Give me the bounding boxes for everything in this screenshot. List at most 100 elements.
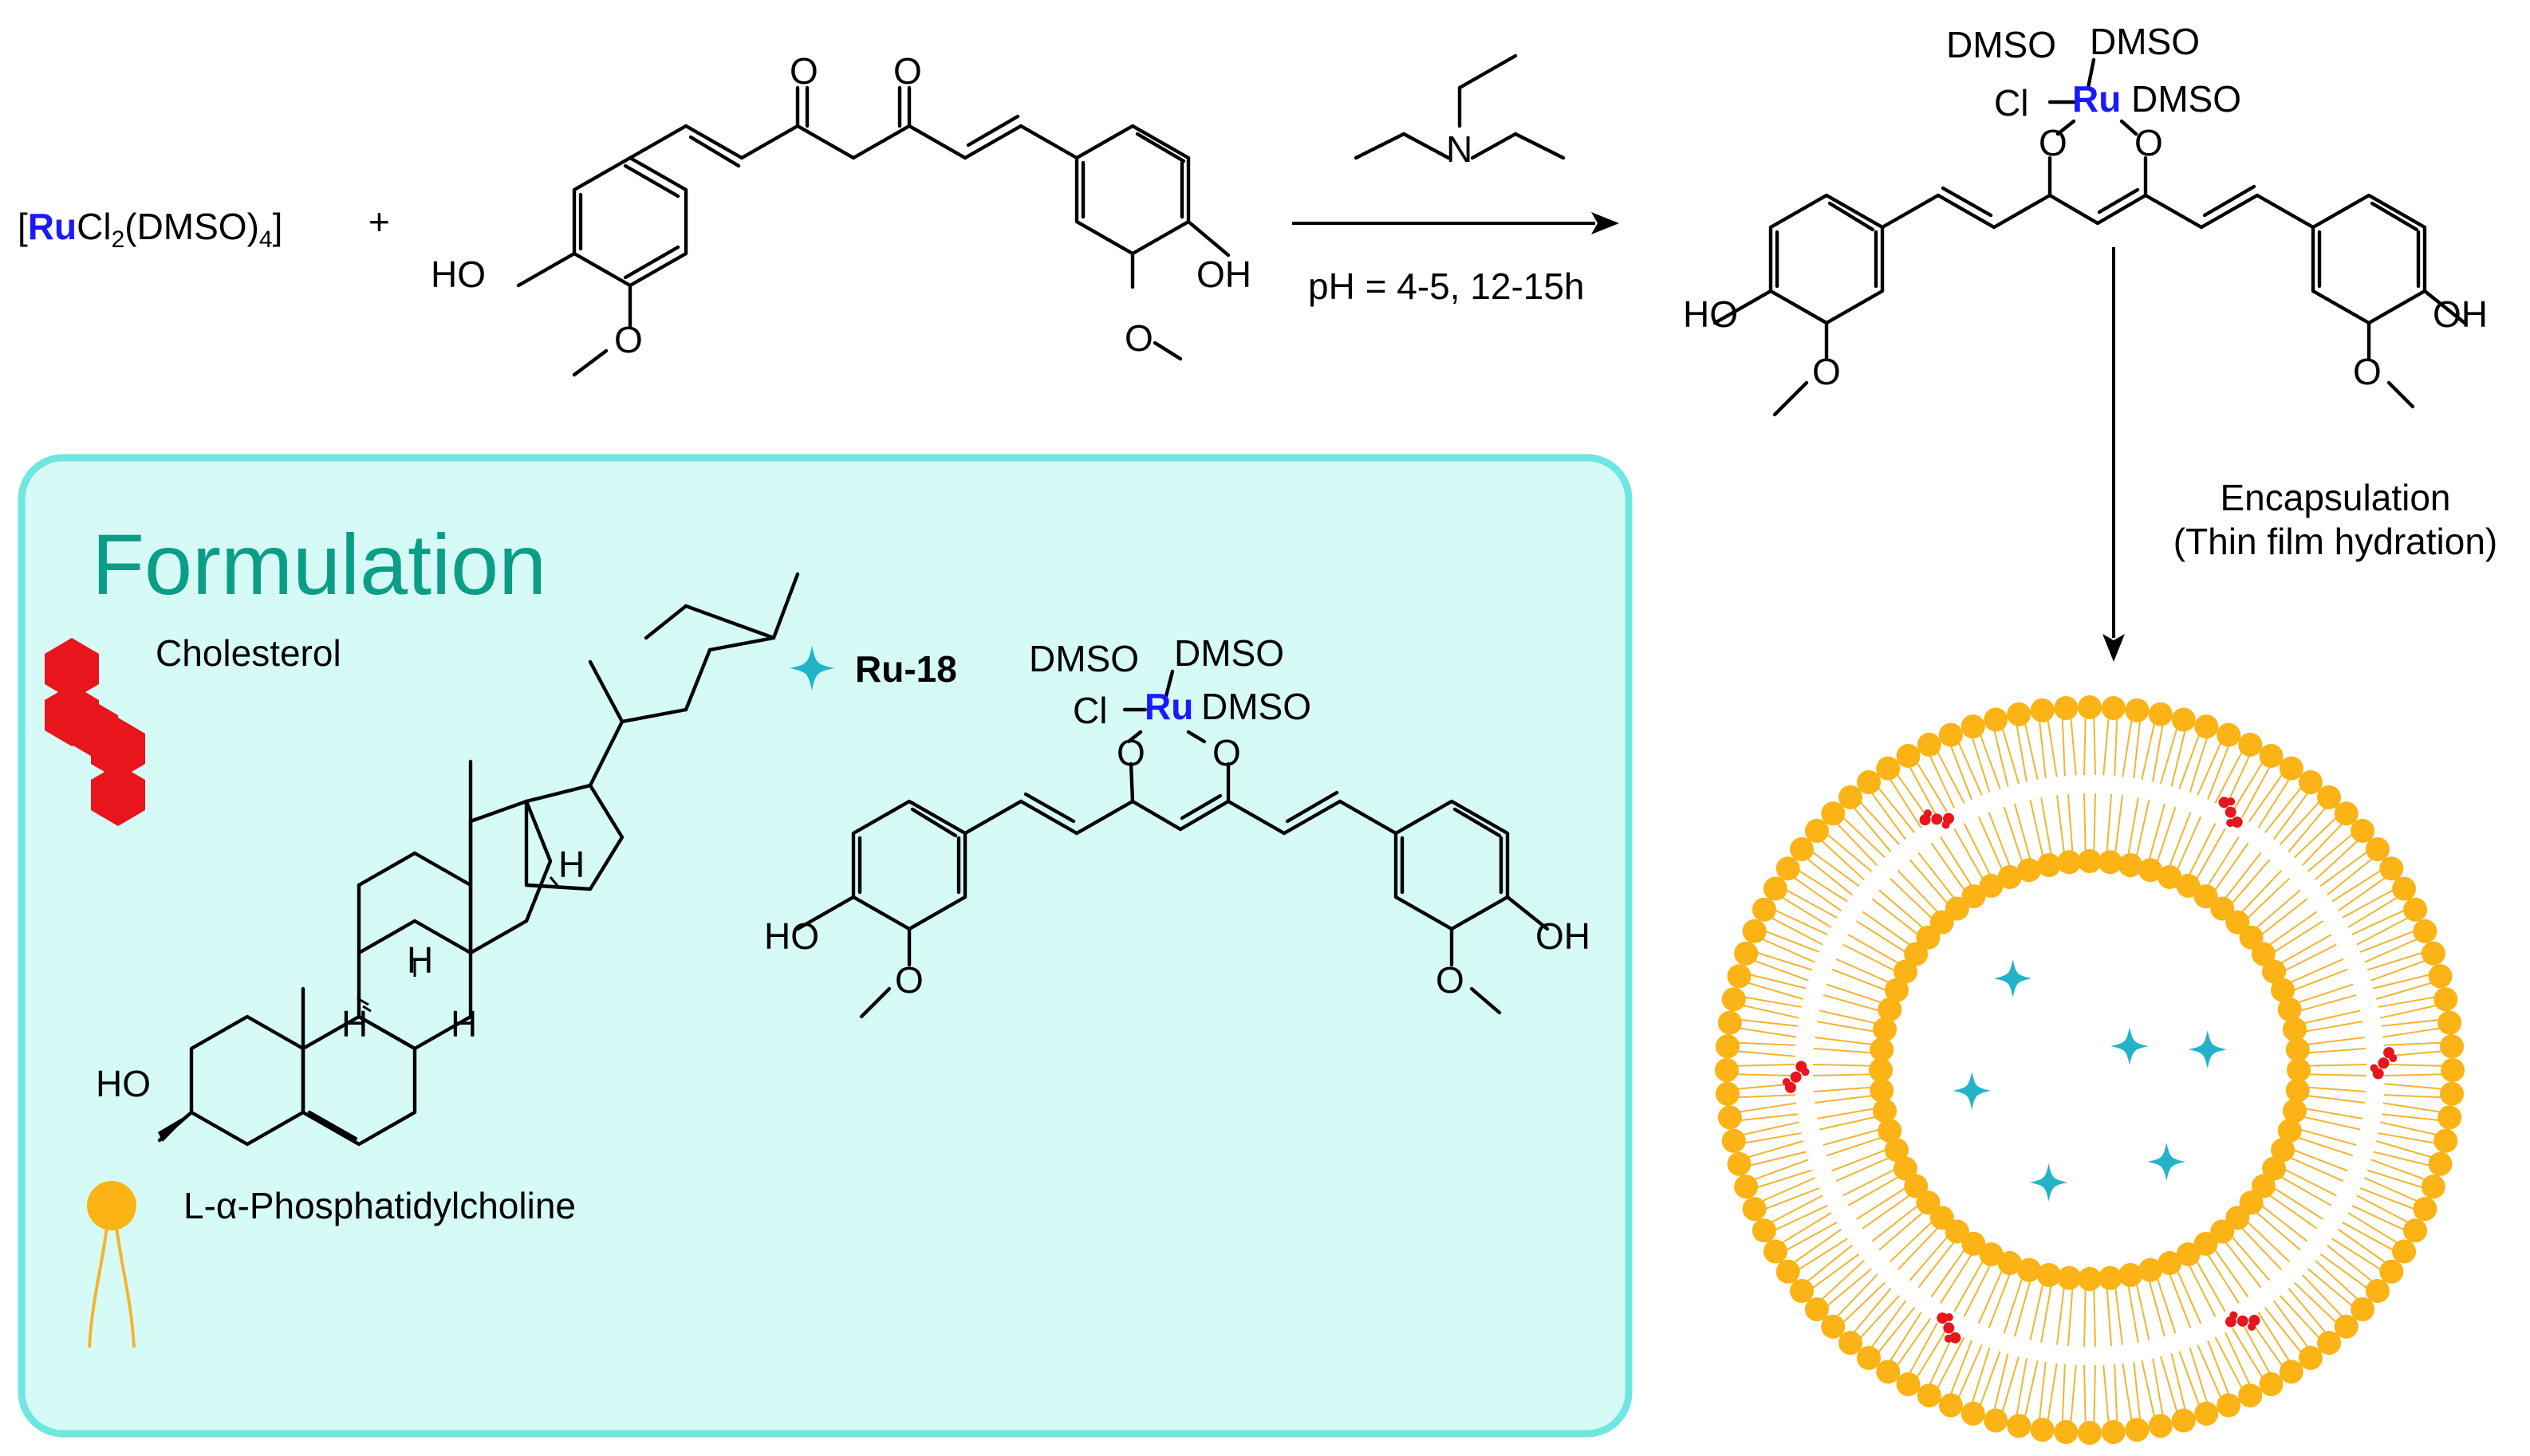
lipid-tail (2225, 859, 2271, 912)
lipid-tail (2225, 1228, 2271, 1281)
outer-lipid-head (2078, 1421, 2102, 1445)
lipid-tail (1752, 1177, 1815, 1206)
ru18-molecule (2110, 1027, 2149, 1065)
lipid-tail (2232, 1328, 2269, 1387)
svg-text:O: O (2134, 122, 2163, 163)
outer-lipid-head (2194, 1401, 2219, 1426)
outer-lipid-head (1727, 964, 1752, 989)
outer-lipid-head (1721, 1128, 1746, 1153)
inner-lipid-head (1997, 864, 2022, 889)
svg-text:OH: OH (1196, 254, 1251, 295)
lipid-tail (2208, 1241, 2249, 1298)
lipid-tail (2298, 1047, 2366, 1055)
lipid-tail (2356, 1194, 2418, 1228)
lipid-tail (2288, 799, 2333, 853)
lipid-tail (1946, 736, 1972, 801)
lipid-tail (2069, 1364, 2077, 1433)
outer-lipid-head (1734, 941, 1759, 966)
lipid-tail (2272, 934, 2332, 969)
lipid-tail (1988, 1264, 2015, 1328)
inner-lipid-head (2285, 1078, 2310, 1103)
outer-lipid-head (1938, 1393, 1963, 1418)
lipid-tail (2067, 1278, 2075, 1347)
lipid-tail (2126, 1275, 2139, 1343)
lipid-tail (1812, 1064, 1882, 1067)
lipid-tail (2234, 1220, 2283, 1271)
lipid-tail (2040, 1275, 2054, 1343)
lipid-tail (2373, 1151, 2440, 1169)
lipid-tail (2134, 1273, 2150, 1341)
outer-lipid-head (2379, 856, 2404, 881)
inner-lipid-head (2225, 910, 2250, 935)
lipid-tail (2248, 889, 2301, 935)
outer-lipid-head (2298, 770, 2323, 795)
inner-lipid-head (2078, 849, 2102, 873)
inner-lipid-head (2016, 1257, 2041, 1282)
inner-lipid-head (2057, 850, 2082, 875)
svg-text:DMSO: DMSO (2131, 78, 2241, 120)
outer-lipid-head (2334, 801, 2359, 826)
lipid-tail (1930, 1241, 1972, 1298)
lipid-tail (2351, 1205, 2414, 1235)
outer-lipid-head (2217, 1393, 2241, 1418)
lipid-tail (2218, 852, 2262, 907)
lipid-tail (2037, 710, 2047, 779)
lipid-tail (2093, 793, 2096, 862)
inner-lipid-head (2138, 858, 2163, 883)
lipid-tail (2337, 871, 2394, 912)
lipid-tail (2383, 1041, 2452, 1046)
svg-text:O: O (895, 959, 924, 1001)
lipid-tail (2014, 714, 2028, 782)
svg-text:HO: HO (96, 1063, 151, 1104)
lipid-tail (1871, 779, 1916, 833)
lipid-tail (1946, 1340, 1972, 1404)
lipid-tail (2234, 869, 2283, 920)
lipid-tail (1732, 1121, 1799, 1138)
outer-lipid-head (1790, 1278, 1815, 1303)
inner-lipid-head (2262, 1156, 2287, 1181)
lipid-tail (2331, 864, 2390, 903)
svg-text:O: O (2353, 351, 2382, 392)
lipid-tail (2275, 1164, 2337, 1197)
lipid-tail (2375, 1140, 2442, 1161)
lipid-tail (2265, 920, 2323, 958)
lipid-tail (1835, 1281, 1886, 1330)
lipid-tail (2240, 877, 2291, 926)
lipid-tail (1853, 1295, 1901, 1347)
lipid-tail (2170, 1353, 2189, 1420)
svg-text:N: N (1446, 128, 1472, 170)
lipid-tail (2241, 1322, 2276, 1383)
encapsulation-method-label: (Thin film hydration) (2173, 521, 2497, 562)
lipid-tail (2288, 1287, 2333, 1341)
outer-lipid-head (2007, 702, 2031, 726)
membrane-cholesterol-molecule (2221, 1301, 2264, 1341)
lipid-tail (2214, 1336, 2248, 1398)
inner-lipid-head (1961, 884, 1986, 909)
lipid-tail (2364, 1177, 2427, 1206)
inner-lipid-head (2176, 873, 2201, 898)
lipid-tail (2265, 1182, 2323, 1220)
lipid-tail (2178, 725, 2204, 789)
inner-lipid-head (2282, 1017, 2307, 1041)
lipid-tail (2295, 1106, 2363, 1120)
lipid-tail (1904, 1322, 1938, 1383)
lipid-tail (1917, 852, 1961, 907)
outer-lipid-head (2428, 1151, 2453, 1176)
cholesterol-label: Cholesterol (156, 632, 341, 674)
inner-lipid-head (1873, 1017, 1898, 1041)
outer-lipid-head (2030, 1418, 2055, 1442)
ru18-molecule (1993, 959, 2032, 998)
lipid-tail (2201, 1245, 2240, 1304)
lipid-tail (2197, 733, 2226, 796)
lipid-tail (2022, 713, 2039, 780)
curcumin-structure: O O HO O OH O (431, 50, 1251, 377)
outer-lipid-head (2392, 876, 2417, 901)
outer-lipid-head (2433, 1128, 2458, 1153)
lipid-tail (1842, 943, 1905, 976)
lipid-tail (1803, 1253, 1860, 1295)
lipid-tail (2257, 769, 2296, 828)
lipid-tail (2133, 710, 2142, 779)
lipid-tail (1813, 833, 1865, 881)
lipid-tail (2297, 1093, 2365, 1104)
svg-text:DMSO: DMSO (1029, 638, 1139, 679)
